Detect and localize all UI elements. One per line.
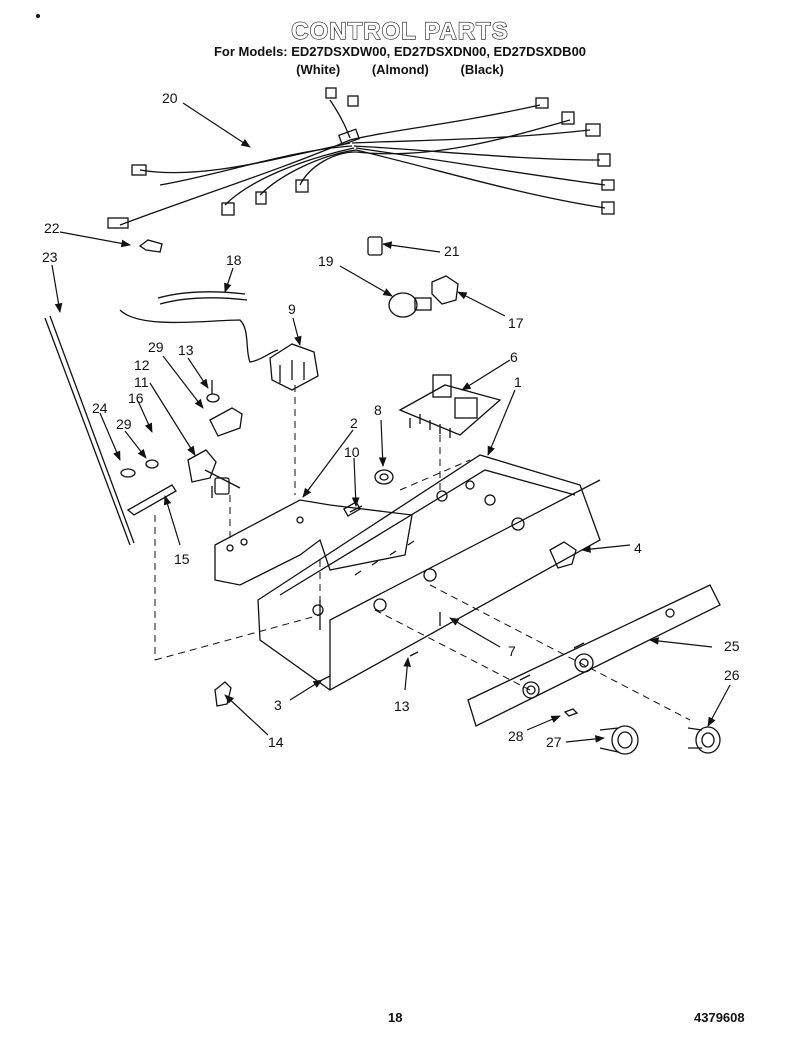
- front-panel: [211, 486, 721, 755]
- control-board: [398, 374, 502, 438]
- callout-29-top: 29: [148, 339, 164, 355]
- callout-11: 11: [134, 374, 149, 390]
- callout-2: 2: [350, 415, 358, 431]
- leader-lines: [51, 102, 731, 743]
- models-line: For Models: ED27DSXDW00, ED27DSXDN00, ED…: [213, 44, 587, 59]
- callout-26: 26: [724, 667, 740, 683]
- thermostat-assembly: [187, 343, 319, 495]
- alignment-lines: [154, 385, 691, 721]
- callout-7: 7: [508, 643, 516, 659]
- color-black: (Black): [460, 62, 504, 77]
- color-variants: (White) (Almond) (Black): [0, 62, 800, 77]
- callout-10: 10: [344, 444, 360, 460]
- callout-labels: 20 22 23 21 19 18 17 9 6 1 29 13 12 11 1…: [42, 90, 740, 750]
- callout-19: 19: [318, 253, 334, 269]
- callout-8: 8: [374, 402, 382, 418]
- color-almond: (Almond): [371, 62, 429, 77]
- small-parts-top: [119, 236, 459, 363]
- callout-25: 25: [724, 638, 740, 654]
- callout-12: 12: [134, 357, 150, 373]
- callout-16: 16: [128, 390, 144, 406]
- callout-6: 6: [510, 349, 518, 365]
- control-housing: [214, 454, 601, 691]
- callout-29-mid: 29: [116, 416, 132, 432]
- page-title: CONTROL PARTS: [291, 17, 509, 45]
- callout-20: 20: [162, 90, 178, 106]
- wiring-harness: [107, 87, 615, 229]
- rod-and-linkage: [44, 315, 177, 546]
- callout-4: 4: [634, 540, 642, 556]
- callout-15: 15: [174, 551, 190, 567]
- callout-3: 3: [274, 697, 282, 713]
- callout-18: 18: [226, 252, 242, 268]
- callout-23: 23: [42, 249, 58, 265]
- callout-28: 28: [508, 728, 524, 744]
- callout-13-bottom: 13: [394, 698, 410, 714]
- page-number: 18: [388, 1010, 403, 1025]
- callout-22: 22: [44, 220, 60, 236]
- callout-1: 1: [514, 374, 522, 390]
- callout-27: 27: [546, 734, 562, 750]
- callout-21: 21: [444, 243, 460, 259]
- corner-mark: [36, 14, 40, 18]
- color-white: (White): [296, 62, 341, 77]
- callout-14: 14: [268, 734, 284, 750]
- callout-9: 9: [288, 301, 296, 317]
- document-code: 4379608: [694, 1010, 745, 1025]
- callout-24: 24: [92, 400, 108, 416]
- callout-17: 17: [508, 315, 524, 331]
- callout-13-top: 13: [178, 342, 194, 358]
